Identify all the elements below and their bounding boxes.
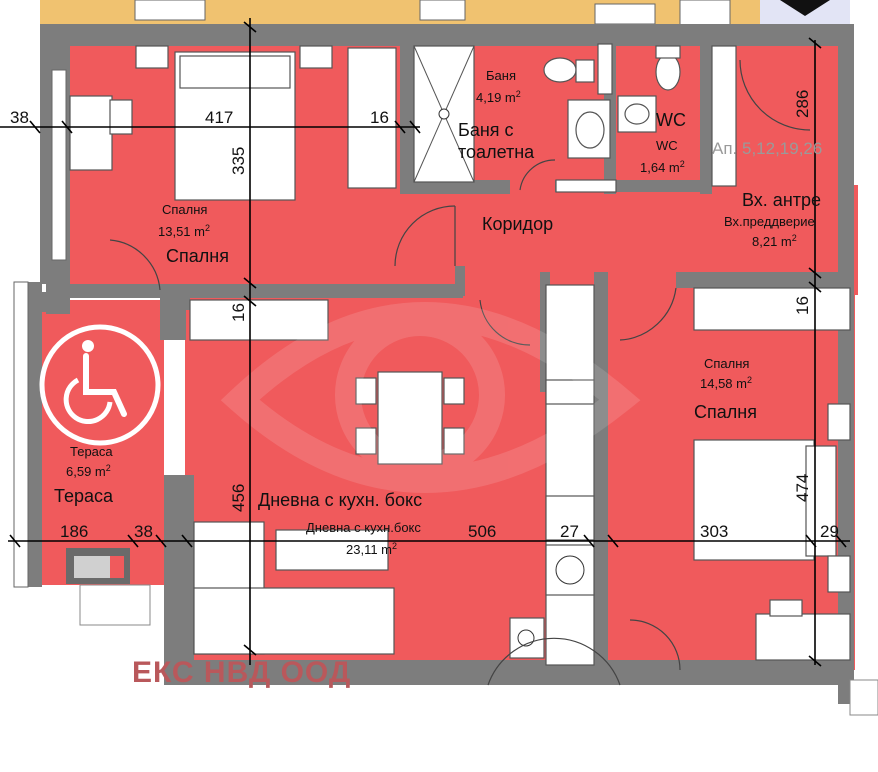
bedroom2-area: 14,58 m2 <box>700 375 752 391</box>
living-label: Дневна с кухн. бокс <box>258 490 422 510</box>
bedroom1-label: Спалня <box>166 246 229 266</box>
dim-16-a: 16 <box>370 108 389 127</box>
dim-286: 286 <box>793 90 812 118</box>
bath-area: 4,19 m2 <box>476 89 521 105</box>
entrance-title: Вх.преддверие <box>724 214 815 229</box>
dimension-labels: 38 417 16 335 286 16 16 456 474 186 38 5… <box>10 90 839 541</box>
entrance-area: 8,21 m2 <box>752 233 797 249</box>
dim-186: 186 <box>60 522 88 541</box>
apartments-label: Ап. 5,12,19,26 <box>712 139 822 158</box>
dim-16-c: 16 <box>793 296 812 315</box>
dimension-lines <box>0 18 850 667</box>
dim-456: 456 <box>229 484 248 512</box>
wc-title: WC <box>656 138 678 153</box>
dim-29: 29 <box>820 522 839 541</box>
furniture <box>69 43 851 666</box>
bedroom1-title: Спалня <box>162 202 207 217</box>
bedroom2-title: Спалня <box>704 356 749 371</box>
dim-335: 335 <box>229 147 248 175</box>
dim-38-top: 38 <box>10 108 29 127</box>
entrance-label: Вх. антре <box>742 190 821 210</box>
wc-label: WC <box>656 110 686 130</box>
room-labels: Баня 4,19 m2 Баня с тоалетна WC WC 1,64 … <box>54 68 822 557</box>
wheelchair-icon <box>39 324 161 446</box>
terrace-label: Тераса <box>54 486 114 506</box>
living-area: 23,11 m2 <box>346 541 397 557</box>
wc-area: 1,64 m2 <box>640 159 685 175</box>
dim-38-b: 38 <box>134 522 153 541</box>
terrace-title: Тераса <box>70 444 113 459</box>
dim-27: 27 <box>560 522 579 541</box>
dim-506: 506 <box>468 522 496 541</box>
company-watermark: ЕКС НВД ООД <box>132 656 351 689</box>
bedroom2-label: Спалня <box>694 402 757 422</box>
bath-wc-label: Баня с <box>458 120 514 140</box>
bath-wc-label-line2: тоалетна <box>458 142 535 162</box>
bedroom1-area: 13,51 m2 <box>158 223 210 239</box>
dim-16-b: 16 <box>229 303 248 322</box>
corridor-label: Коридор <box>482 214 553 234</box>
terrace-area: 6,59 m2 <box>66 463 111 479</box>
dim-417: 417 <box>205 108 233 127</box>
dim-474: 474 <box>793 474 812 502</box>
living-title: Дневна с кухн.бокс <box>306 520 421 535</box>
bath-title: Баня <box>486 68 516 83</box>
dim-303: 303 <box>700 522 728 541</box>
